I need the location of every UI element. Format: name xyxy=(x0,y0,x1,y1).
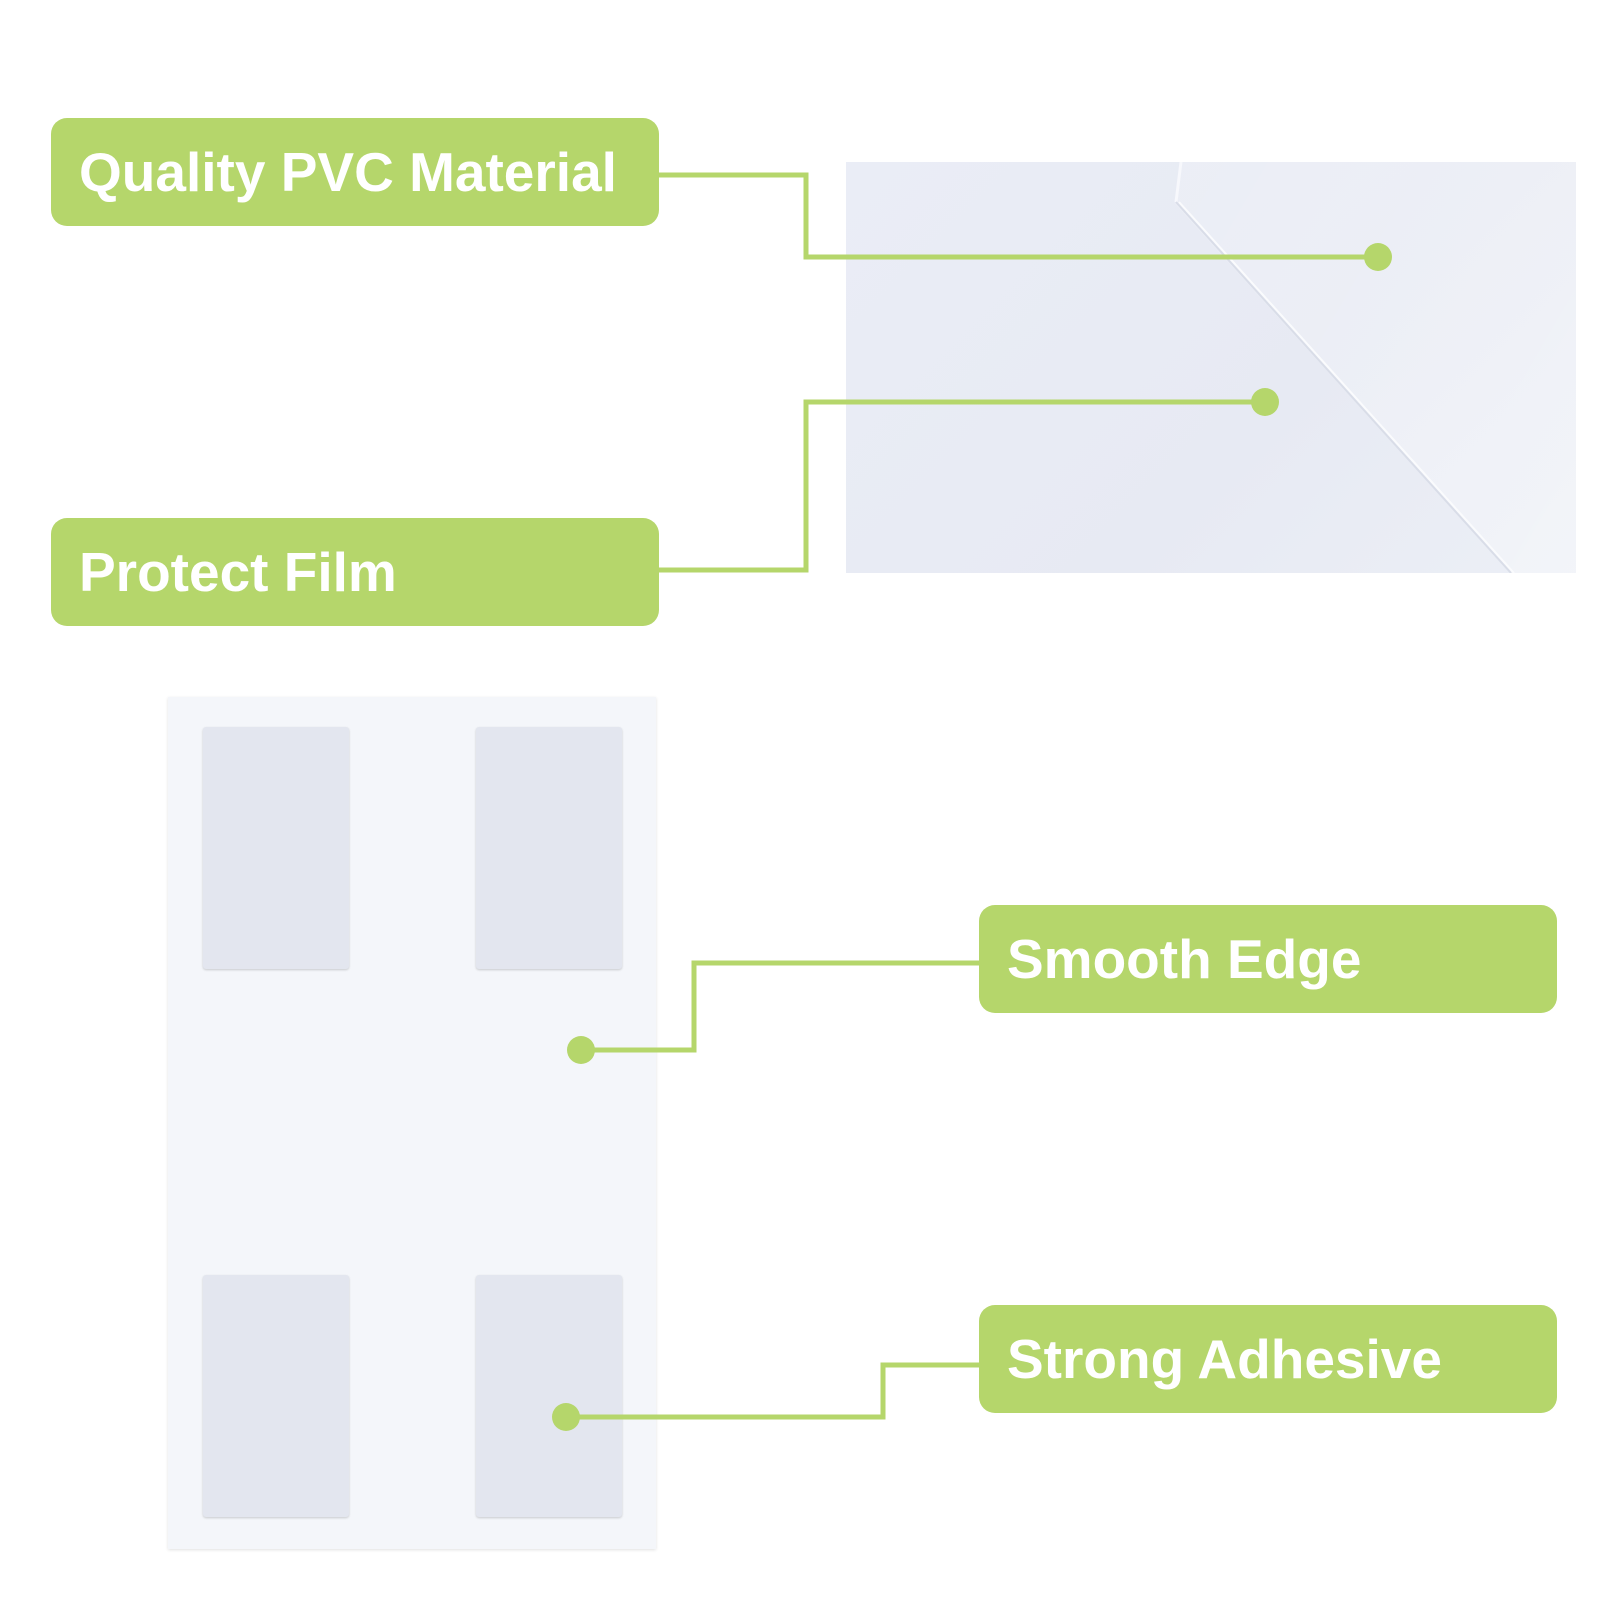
adhesive-pad-sheet xyxy=(168,697,656,1549)
label-text: Smooth Edge xyxy=(1007,928,1362,990)
pvc-sheet-with-film xyxy=(846,162,1576,573)
label-text: Protect Film xyxy=(79,541,397,603)
label-protect-film: Protect Film xyxy=(51,518,659,626)
label-text: Strong Adhesive xyxy=(1007,1328,1442,1390)
adhesive-pad xyxy=(476,727,622,969)
adhesive-pad xyxy=(203,727,349,969)
label-strong-adhesive: Strong Adhesive xyxy=(979,1305,1557,1413)
adhesive-pad xyxy=(203,1275,349,1517)
film-peel-edge xyxy=(1174,162,1515,573)
label-quality-pvc-material: Quality PVC Material xyxy=(51,118,659,226)
adhesive-pad xyxy=(476,1275,622,1517)
label-text: Quality PVC Material xyxy=(79,141,617,203)
label-smooth-edge: Smooth Edge xyxy=(979,905,1557,1013)
